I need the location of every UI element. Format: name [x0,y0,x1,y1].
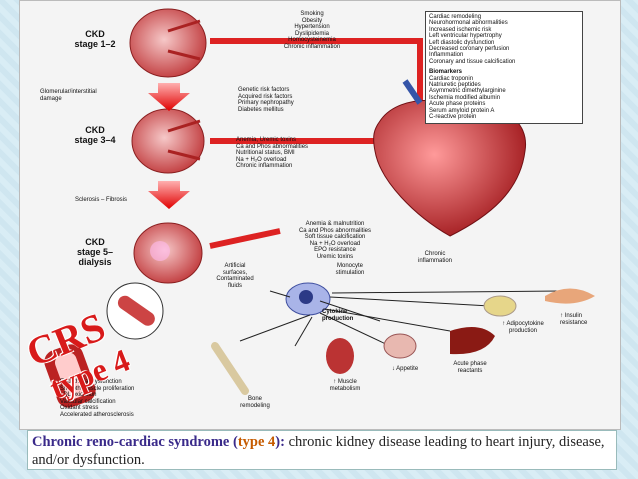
acute-phase-label: Acute phase reactants [453,361,487,374]
glomerular-label: Glomerular/interstitial damage [40,89,97,102]
pancreas-icon [545,288,595,304]
liver-icon [450,327,495,355]
arrow-stage1-to-heart-icon [210,38,423,101]
heart-icon [373,71,526,237]
artificial-surfaces-label: Artificial surfaces, Contaminated fluids [216,263,254,289]
kidney-stage-1-icon [129,8,207,78]
caption-close: ): [275,434,285,450]
cytokine-production-label: Cytokine production [322,309,354,322]
chronic-inflammation-label: Chronic inflammation [417,251,452,264]
brain-icon [383,333,417,359]
caption-type-tag: type 4 [237,434,276,450]
caption-open-paren: ( [229,434,238,450]
caption-body: chronic kidney disease leading to heart … [32,434,605,468]
adipocytokine-label: ↑ Adipocytokine production [502,321,544,334]
bone-icon [211,342,249,395]
artery-closeup-icon [106,282,164,340]
monocyte-stimulation-label: Monocyte stimulation [335,263,365,276]
down-arrow-1-icon [148,83,190,111]
down-arrow-2-icon [148,181,190,209]
adipocyte-icon [483,295,517,317]
diagram-graphics [44,8,595,408]
appetite-label: ↓ Appetite [391,366,419,372]
bone-remodeling-label: Bone remodeling [240,396,270,409]
kidney-stage-2-icon [131,108,205,174]
insulin-resistance-label: ↑ Insulin resistance [560,313,588,326]
muscle-icon [326,338,354,374]
muscle-metabolism-label: ↑ Muscle metabolism [329,379,361,392]
cytokine-arrows [239,290,561,347]
arrow-stage3-to-heart-icon [209,228,281,249]
sclerosis-label: Sclerosis – Fibrosis [75,197,128,203]
kidney-stage-3-icon [133,222,203,284]
vessel-icon [44,344,96,408]
caption-box: Chronic reno-cardiac syndrome (type 4): … [27,430,617,470]
monocyte-icon [285,282,331,316]
caption-title: Chronic reno-cardiac syndrome [32,434,230,450]
